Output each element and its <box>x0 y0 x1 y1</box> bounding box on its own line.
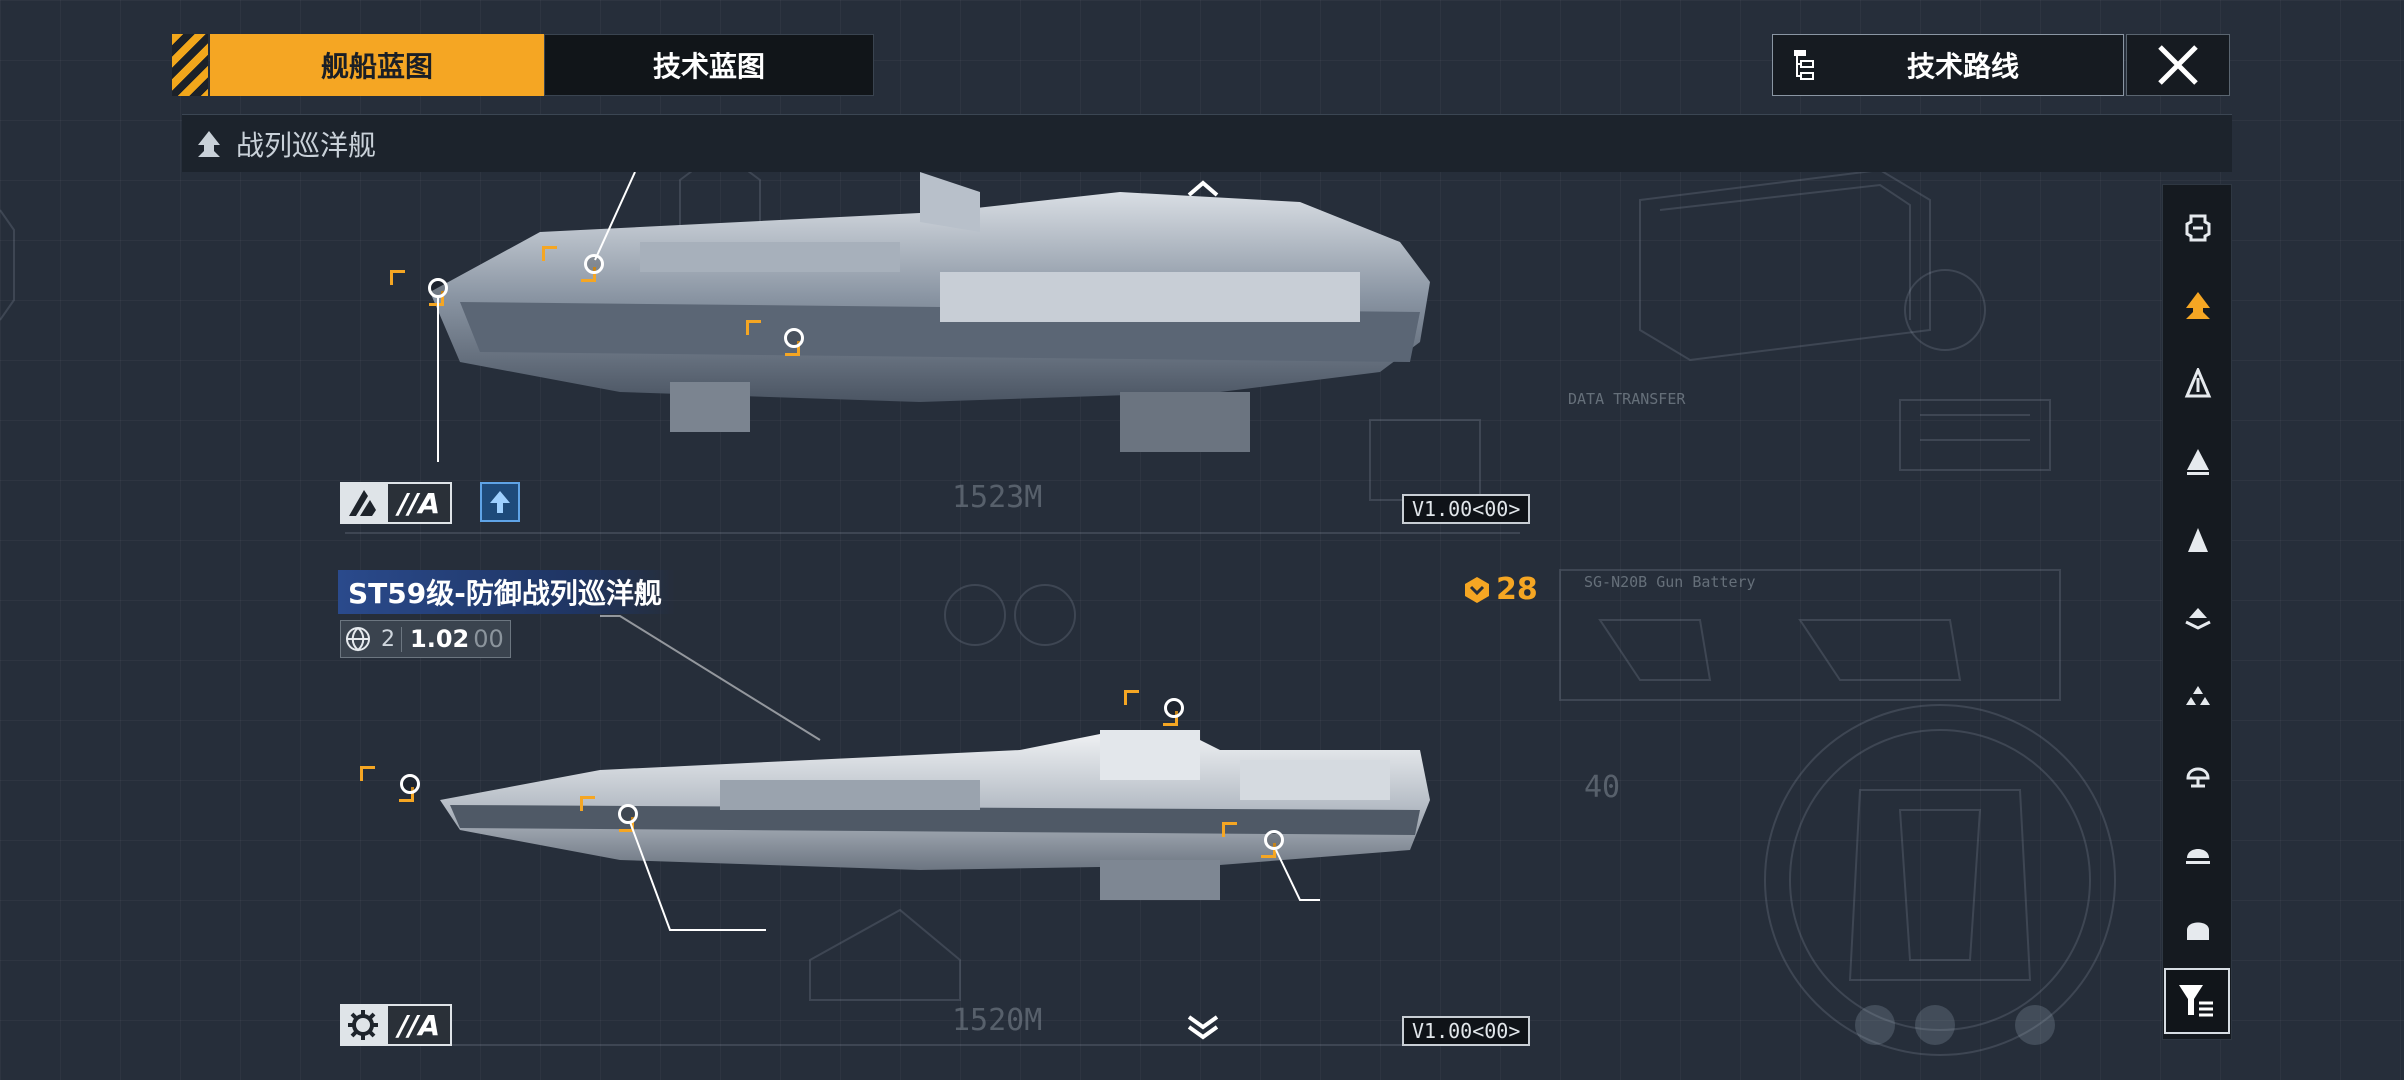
filter-item-carrier[interactable] <box>2163 189 2233 267</box>
ship-2-hardpoint-node[interactable] <box>618 804 638 824</box>
ship-1-hardpoint-bracket <box>746 320 800 356</box>
ship-2-hardpoint-node[interactable] <box>1164 698 1184 718</box>
chevron-down-icon <box>1185 1013 1221 1041</box>
other-ship-icon <box>2187 922 2209 940</box>
ship-1-hardpoint-node[interactable] <box>784 328 804 348</box>
ship-2-version-badge: 2 1.02 00 <box>340 620 511 658</box>
ship-1-version-tag: V1.00<00> <box>1402 494 1531 524</box>
data-transfer-label: DATA TRANSFER <box>1568 390 1686 408</box>
arrow-up-icon <box>489 489 511 515</box>
background-number-label: 40 <box>1584 770 1621 805</box>
ship-1-grade-text: //A <box>386 482 452 524</box>
frigate-icon <box>2188 528 2208 552</box>
ship-2-callout-lines <box>600 615 1320 931</box>
ship-2-hardpoint-bracket <box>580 796 634 832</box>
ship-1-length-label: 1523M <box>952 480 1043 515</box>
scroll-down-button[interactable] <box>1178 1012 1228 1042</box>
ship-2-hardpoint-node[interactable] <box>400 774 420 794</box>
ship-1-callout-lines <box>437 172 636 462</box>
blueprint-token-icon <box>1462 575 1492 605</box>
filter-item-other[interactable] <box>2163 891 2233 969</box>
ship-2-hardpoint-bracket <box>1222 822 1276 858</box>
filter-button[interactable] <box>2164 968 2230 1034</box>
header-accent-stripes <box>172 34 208 96</box>
ship-2-hardpoint-node[interactable] <box>1264 830 1284 850</box>
filter-item-frigate[interactable] <box>2163 501 2233 579</box>
ship-1-model[interactable] <box>420 172 1440 472</box>
tab-ship-blueprint[interactable]: 舰船蓝图 <box>210 34 544 96</box>
filter-item-support[interactable] <box>2163 813 2233 891</box>
category-name: 战列巡洋舰 <box>236 128 377 162</box>
ship-2-model[interactable] <box>420 700 1440 940</box>
tech-route-button[interactable]: 技术路线 <box>1772 34 2124 96</box>
filter-item-battlecruiser[interactable] <box>2163 267 2233 345</box>
ship-class-icon <box>196 129 222 159</box>
ship-1-hardpoint-bracket <box>390 270 444 306</box>
ship-2-name: ST59级-防御战列巡洋舰 <box>338 570 676 614</box>
auxiliary-icon <box>2186 767 2210 788</box>
ship-2-hardpoint-bracket <box>360 766 414 802</box>
filter-icon <box>2179 985 2213 1017</box>
carrier-icon <box>2185 214 2211 242</box>
ship-1-type-icon <box>340 482 386 524</box>
ship-1-hardpoint-bracket <box>542 246 596 282</box>
filter-item-auxiliary[interactable] <box>2163 735 2233 813</box>
ship-2-version-sub: 00 <box>473 625 504 653</box>
corvette-icon <box>2185 608 2211 630</box>
filter-item-corvette[interactable] <box>2163 579 2233 657</box>
ship-2-blueprint-count: 28 <box>1462 572 1538 607</box>
ship-class-filter-column <box>2162 184 2232 1040</box>
gun-battery-label: SG-N20B Gun Battery <box>1584 573 1756 591</box>
ship-2-type-icon <box>340 1004 386 1046</box>
support-icon <box>2186 849 2210 864</box>
ship-2-count-value: 28 <box>1496 572 1538 607</box>
ship-2-grade-badge: //A <box>340 1004 452 1046</box>
scroll-up-button[interactable] <box>1178 174 1228 204</box>
filter-item-cruiser[interactable] <box>2163 345 2233 423</box>
ship-2-length-label: 1520M <box>952 1003 1043 1038</box>
ship-1-upgrade-badge <box>480 482 520 522</box>
category-header-bar: 战列巡洋舰 <box>182 114 2232 172</box>
chevron-up-icon <box>1185 179 1221 199</box>
ship-2-version-tag: V1.00<00> <box>1402 1016 1531 1046</box>
ship-2-version-main: 1.02 <box>410 625 470 653</box>
close-icon <box>2156 43 2200 87</box>
cruiser-icon <box>2184 368 2212 398</box>
ship-2-hardpoint-bracket <box>1124 690 1178 726</box>
ship-2-level: 2 <box>375 626 402 652</box>
close-button[interactable] <box>2126 34 2230 96</box>
filter-item-destroyer[interactable] <box>2163 423 2233 501</box>
tech-route-label: 技术路线 <box>1906 50 2019 83</box>
aircraft-icon <box>2186 686 2210 705</box>
ship-1-hardpoint-node[interactable] <box>584 254 604 274</box>
filter-item-aircraft[interactable] <box>2163 657 2233 735</box>
battlecruiser-icon <box>2186 292 2210 319</box>
globe-icon <box>341 626 375 652</box>
tech-tree-icon <box>1793 49 1823 81</box>
tab-tech-blueprint[interactable]: 技术蓝图 <box>544 34 874 96</box>
destroyer-icon <box>2187 449 2209 475</box>
ship-2-grade-text: //A <box>386 1004 452 1046</box>
ship-1-grade-badge: //A <box>340 482 452 524</box>
